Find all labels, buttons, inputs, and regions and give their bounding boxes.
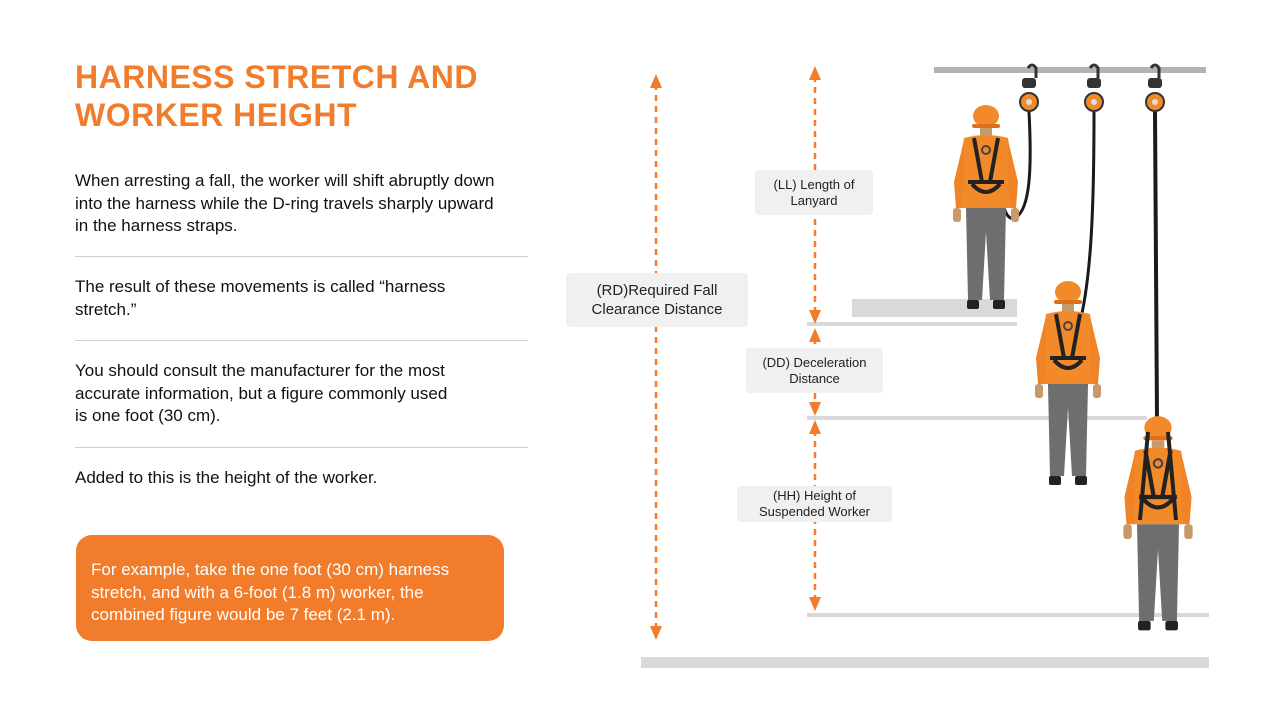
divider [75, 340, 528, 341]
paragraph-worker-height: Added to this is the height of the worke… [75, 468, 378, 487]
hh-reference-line [807, 613, 1209, 617]
dd-reference-line [807, 416, 1147, 420]
anchor-device-3 [1145, 63, 1165, 112]
lanyard-2 [1076, 111, 1096, 331]
anchor-device-1 [1019, 63, 1039, 112]
rd-label: (RD)Required Fall Clearance Distance [566, 273, 748, 327]
rd-dimension-arrow [650, 74, 662, 640]
divider [75, 256, 528, 257]
anchor-device-2 [1084, 63, 1104, 112]
ll-reference-line [807, 322, 1017, 326]
worker-suspended [1123, 416, 1192, 630]
worker-decelerating [1033, 279, 1103, 487]
working-platform [852, 299, 1017, 317]
page-title: HARNESS STRETCH AND WORKER HEIGHT [75, 59, 478, 133]
dd-label: (DD) Deceleration Distance [746, 348, 883, 393]
worker-standing [951, 103, 1021, 311]
stretched-harness-straps [1138, 431, 1178, 521]
ll-label: (LL) Length of Lanyard [755, 170, 873, 215]
paragraph-fall-arrest: When arresting a fall, the worker will s… [75, 171, 495, 235]
hh-dimension-arrow [809, 420, 821, 611]
lanyard-3 [1153, 111, 1159, 421]
example-callout: For example, take the one foot (30 cm) h… [76, 535, 504, 641]
ground-line [641, 657, 1209, 668]
anchor-beam [934, 67, 1206, 73]
paragraph-harness-stretch: The result of these movements is called … [75, 277, 446, 319]
hh-label: (HH) Height of Suspended Worker [737, 486, 892, 522]
ll-dimension-arrow [809, 66, 821, 324]
paragraph-manufacturer: You should consult the manufacturer for … [75, 361, 448, 425]
divider [75, 447, 528, 448]
